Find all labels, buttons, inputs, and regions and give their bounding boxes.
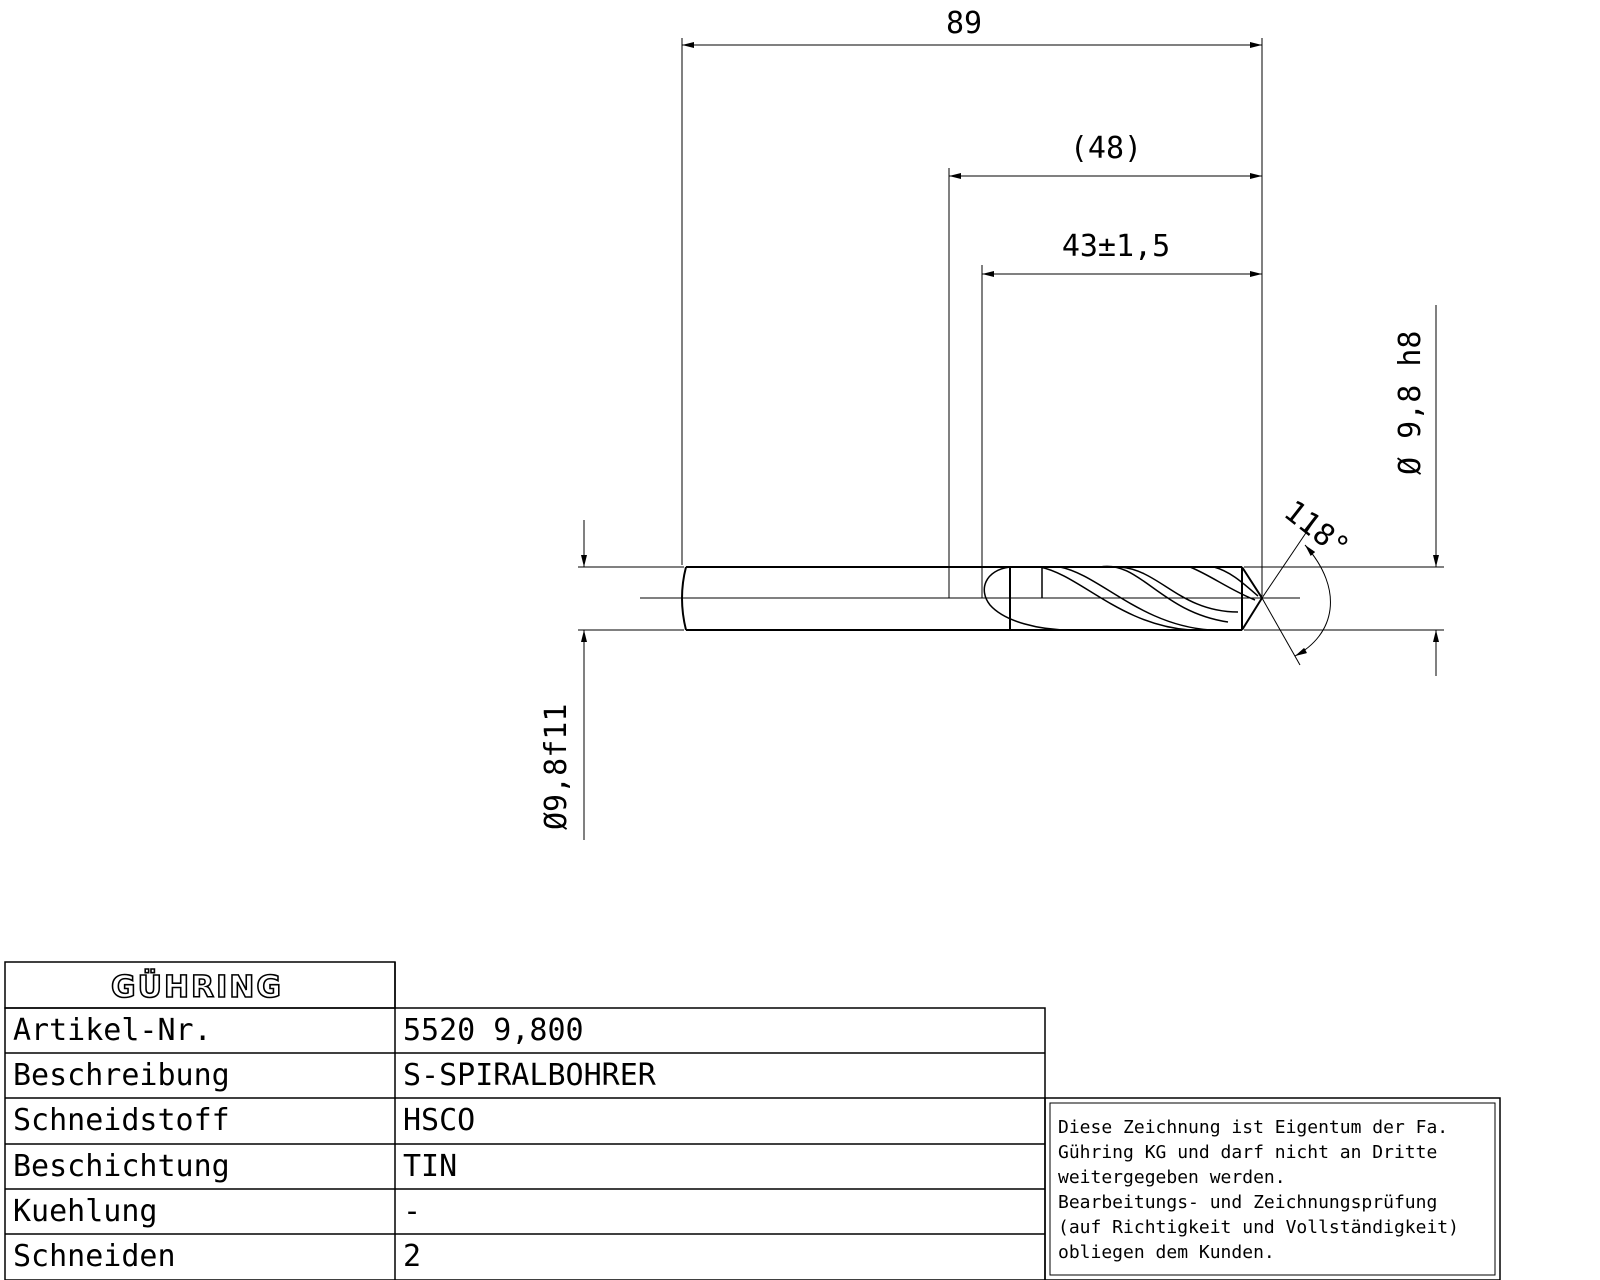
- flute-helix: [983, 565, 1259, 631]
- dim-point-angle: [1261, 514, 1331, 666]
- overall-length-label: 89: [946, 6, 982, 41]
- row-label-beschreibung: Beschreibung: [13, 1058, 230, 1093]
- row-label-artikel-nr: Artikel-Nr.: [13, 1013, 212, 1048]
- notice-line: (auf Richtigkeit und Vollständigkeit): [1058, 1217, 1459, 1238]
- row-value-schneiden: 2: [403, 1239, 421, 1274]
- title-block: GÜHRING Artikel-Nr. 5520 9,800 Beschreib…: [4, 961, 1046, 1280]
- row-label-schneiden: Schneiden: [13, 1239, 176, 1274]
- drill-outline: [681, 566, 1263, 631]
- row-value-beschichtung: TIN: [403, 1149, 457, 1184]
- notice-line: Diese Zeichnung ist Eigentum der Fa.: [1058, 1117, 1448, 1138]
- row-label-schneidstoff: Schneidstoff: [13, 1103, 230, 1138]
- reference-length-label: (48): [1070, 131, 1142, 166]
- row-value-schneidstoff: HSCO: [403, 1103, 475, 1138]
- notice-line: Gühring KG und darf nicht an Dritte: [1058, 1142, 1437, 1163]
- row-value-artikel-nr: 5520 9,800: [403, 1013, 584, 1048]
- shank-diameter-label: Ø9,8f11: [539, 704, 574, 830]
- notice-line: obliegen dem Kunden.: [1058, 1242, 1275, 1263]
- guehring-logo: GÜHRING: [111, 968, 283, 1005]
- dim-overall-length: [681, 38, 1263, 596]
- notice-line: Bearbeitungs- und Zeichnungsprüfung: [1058, 1192, 1437, 1213]
- dim-flute-length: [981, 265, 1262, 598]
- dim-body-diameter: [1244, 305, 1444, 676]
- dim-shank-diameter: [578, 520, 684, 840]
- row-label-kuehlung: Kuehlung: [13, 1194, 158, 1229]
- row-value-kuehlung: -: [403, 1194, 421, 1229]
- body-diameter-label: Ø 9,8 h8: [1393, 331, 1428, 476]
- dim-reference-length: [948, 168, 1262, 598]
- row-label-beschichtung: Beschichtung: [13, 1149, 230, 1184]
- notice-line: weitergegeben werden.: [1058, 1167, 1286, 1188]
- ownership-notice: Diese Zeichnung ist Eigentum der Fa. Güh…: [1044, 1097, 1501, 1280]
- flute-length-label: 43±1,5: [1062, 229, 1170, 264]
- point-angle-label: 118°: [1277, 494, 1355, 566]
- row-value-beschreibung: S-SPIRALBOHRER: [403, 1058, 657, 1093]
